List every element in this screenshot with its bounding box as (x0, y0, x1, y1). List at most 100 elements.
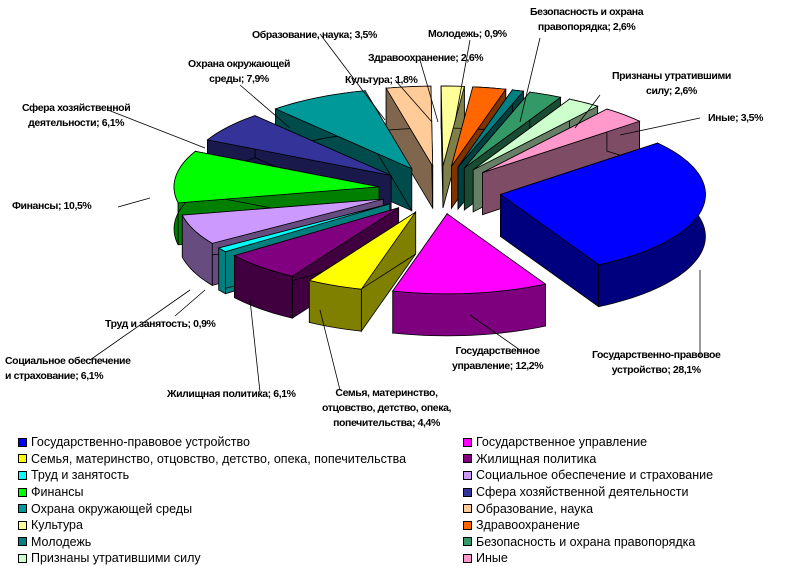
legend-item: Семья, материнство, отцовство, детство, … (18, 451, 406, 468)
legend-swatch (18, 454, 27, 464)
data-label-4: Труд и занятость; 0,9% (105, 318, 216, 330)
legend-item: Труд и занятость (18, 467, 406, 484)
legend-item: Иные (463, 550, 713, 566)
slice-top (308, 211, 416, 290)
data-label-6: Финансы; 10,5% (12, 200, 92, 212)
data-label-9: Образование, наука; 3,5% (252, 29, 377, 41)
legend-swatch (463, 504, 472, 514)
leader-line (419, 59, 439, 123)
data-label-3: Жилищная политика; 6,1% (167, 388, 296, 400)
legend-label: Культура (31, 518, 83, 533)
legend-item: Государственно-правовое устройство (18, 434, 406, 451)
legend-label: Сфера хозяйственной деятельности (476, 485, 689, 500)
legend-label: Семья, материнство, отцовство, детство, … (31, 451, 407, 466)
slice-top (499, 142, 706, 266)
legend-item: Государственное управление (463, 434, 713, 451)
slice-top (233, 207, 399, 277)
slice-top (440, 85, 465, 167)
leader-line (117, 197, 151, 208)
leader-line (519, 37, 541, 123)
pie-slice-9 (385, 85, 434, 210)
legend-item: Финансы (18, 484, 406, 501)
legend-item: Сфера хозяйственной деятельности (463, 484, 713, 501)
slice-top (472, 98, 599, 171)
legend-item: Здравоохранение (463, 517, 713, 534)
legend-label: Государственно-правовое устройство (31, 435, 250, 450)
leader-line (574, 94, 601, 129)
legend-item: Признаны утратившими силу (18, 550, 406, 566)
slice-top (392, 213, 547, 295)
slice-top (217, 203, 390, 253)
slice-top (181, 198, 384, 244)
legend-swatch (463, 520, 472, 530)
slice-outer-wall (218, 247, 226, 295)
legend-swatch (463, 470, 472, 480)
leader-line (107, 109, 206, 149)
legend-swatch (18, 537, 27, 547)
slice-top (173, 150, 380, 204)
legend-swatch (18, 470, 27, 480)
pie-slice-10 (440, 85, 465, 209)
pie-slice-0 (499, 142, 706, 308)
leader-line (239, 84, 291, 129)
slice-top (464, 91, 562, 169)
legend-label: Иные (476, 551, 508, 566)
leader-line (174, 289, 206, 317)
legend-label: Труд и занятость (31, 468, 130, 483)
data-label-12: Молодежь; 0,9% (428, 28, 507, 40)
legend-swatch (18, 520, 27, 530)
slice-top (385, 85, 434, 168)
leader-line (454, 39, 471, 123)
legend-label: Государственное управление (476, 435, 648, 450)
data-label-2: Семья, материнство,отцовство, детство, о… (322, 387, 452, 429)
legend-item: Культура (18, 517, 406, 534)
legend-label: Охрана окружающей среды (31, 501, 193, 516)
data-label-10: Культура; 1,8% (345, 74, 418, 86)
legend-swatch (463, 454, 472, 464)
legend-label: Безопасность и охрана правопорядка (476, 534, 696, 549)
leader-line (89, 289, 191, 361)
slice-top (451, 86, 507, 167)
leader-line (249, 299, 261, 393)
legend-swatch (18, 487, 27, 497)
legend-label: Образование, наука (476, 501, 594, 516)
leader-line (469, 314, 521, 351)
legend-swatch (463, 553, 472, 563)
legend-swatch (18, 504, 27, 514)
slice-top (457, 89, 525, 168)
legend-label: Финансы (31, 485, 84, 500)
legend-swatch (463, 437, 472, 447)
slice-top (482, 108, 641, 174)
data-label-15: Иные; 3,5% (708, 112, 764, 124)
legend-swatch (18, 553, 27, 563)
legend-item: Безопасность и охрана правопорядка (463, 534, 713, 551)
legend-item: Молодежь (18, 534, 406, 551)
legend-item: Социальное обеспечение и страхование (463, 467, 713, 484)
legend-swatch (463, 487, 472, 497)
legend-swatch (18, 437, 27, 447)
legend-label: Здравоохранение (476, 518, 580, 533)
data-label-11: Здравоохранение; 2,6% (368, 52, 484, 64)
legend-label: Молодежь (31, 534, 92, 549)
pie-slice-1 (392, 212, 547, 337)
legend-item: Образование, наука (463, 500, 713, 517)
legend-label: Социальное обеспечение и страхование (476, 468, 714, 483)
leader-line (319, 309, 341, 391)
legend-label: Жилищная политика (476, 451, 597, 466)
legend-swatch (463, 537, 472, 547)
slice-top (274, 90, 413, 170)
legend-label: Признаны утратившими силу (31, 551, 201, 566)
leader-line (619, 117, 701, 136)
legend-item: Охрана окружающей среды (18, 500, 406, 517)
legend-item: Жилищная политика (463, 451, 713, 468)
